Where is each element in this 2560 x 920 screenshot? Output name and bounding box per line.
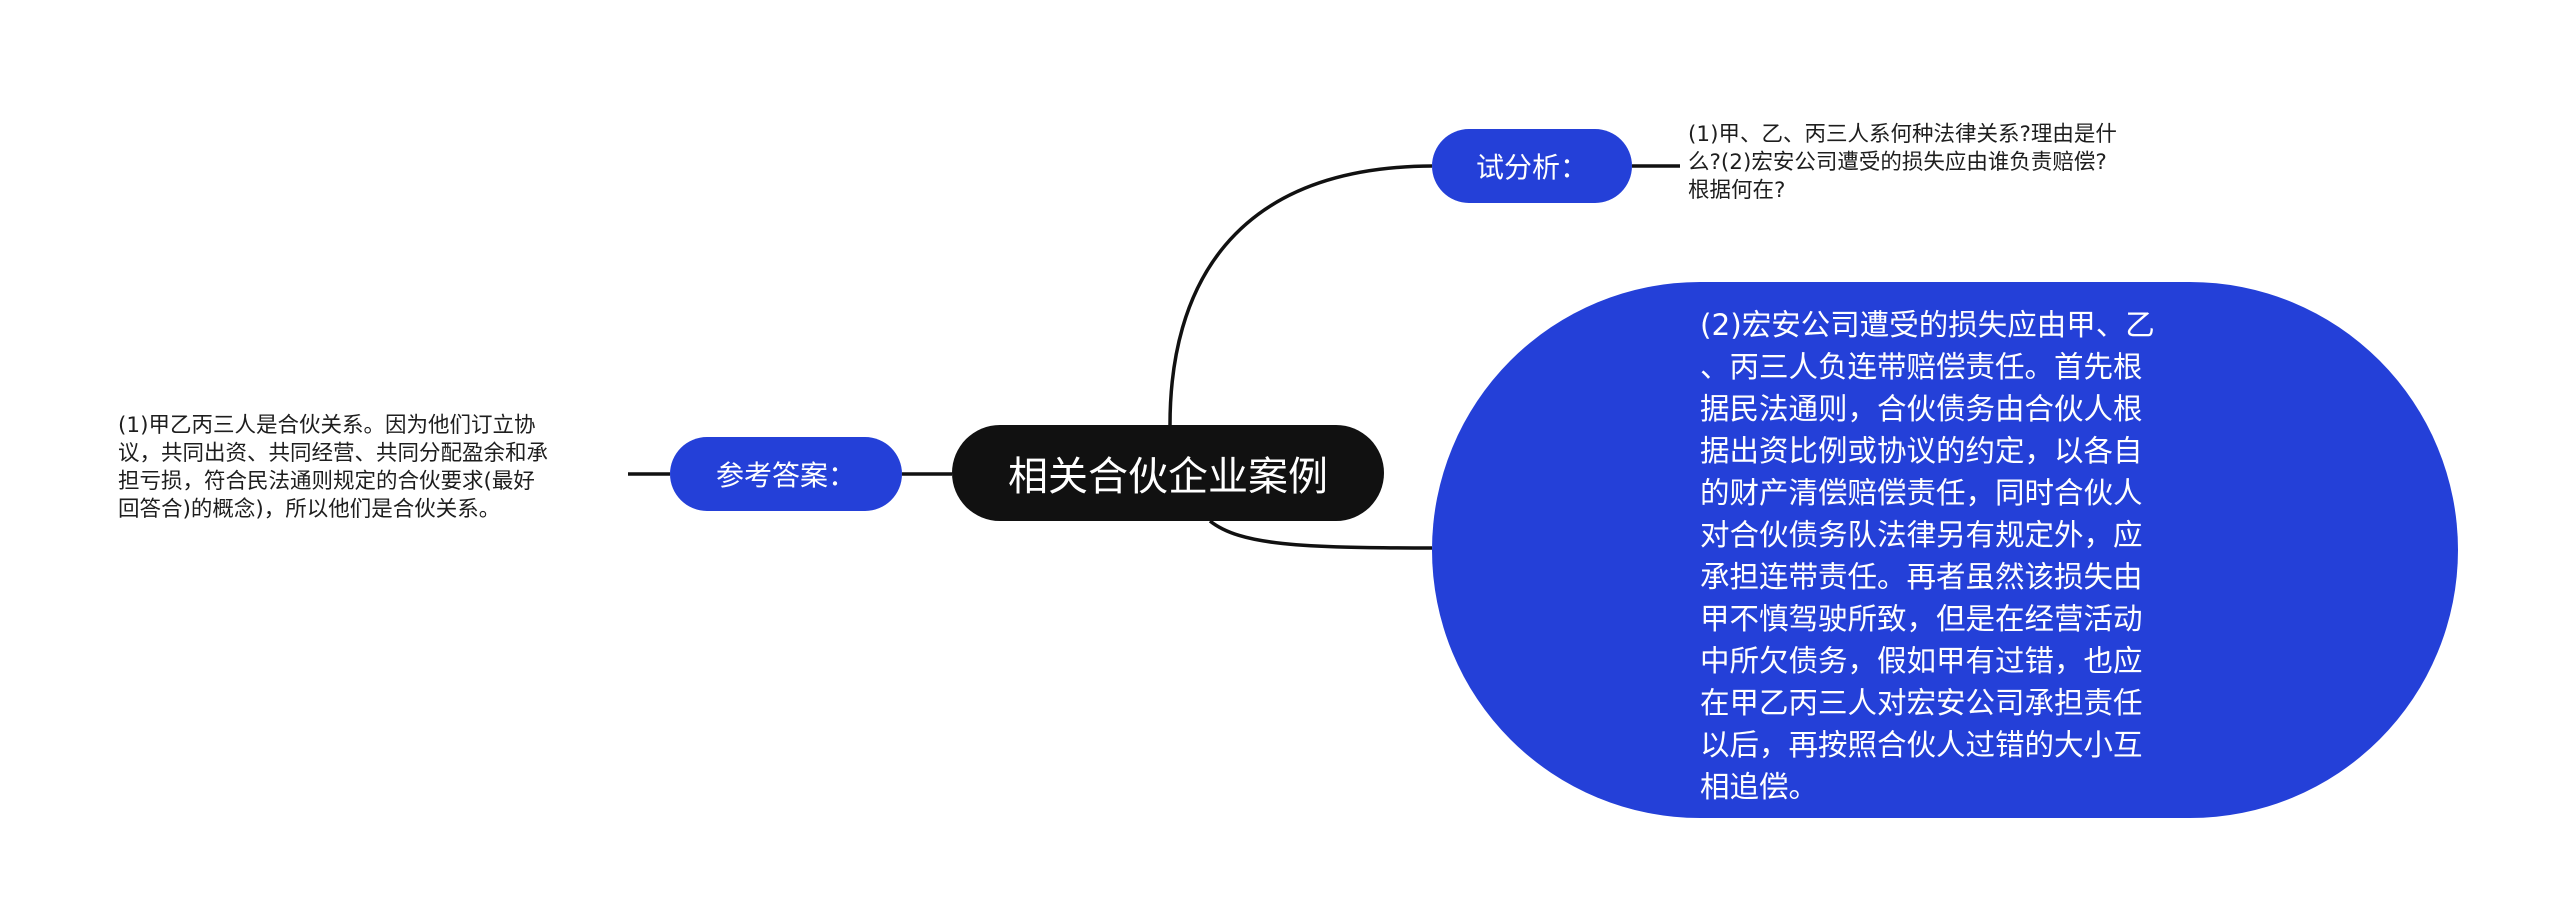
branch-node-reference-answer[interactable]: 参考答案：: [670, 437, 902, 511]
detail-node-liability[interactable]: (2)宏安公司遭受的损失应由甲、乙 、丙三人负连带赔偿责任。首先根 据民法通则，…: [1432, 282, 2458, 818]
leaf-node-answer[interactable]: (1)甲乙丙三人是合伙关系。因为他们订立协 议，共同出资、共同经营、共同分配盈余…: [118, 413, 549, 522]
leaf-node-question[interactable]: (1)甲、乙、丙三人系何种法律关系?理由是什 么?(2)宏安公司遭受的损失应由谁…: [1688, 122, 2117, 203]
connector-root-to-detail: [1208, 519, 1433, 550]
branch-node-reference-answer-label: 参考答案：: [715, 459, 856, 492]
root-node[interactable]: 相关合伙企业案例: [952, 425, 1384, 521]
connector-root-to-analysis: [1168, 164, 1433, 426]
detail-node-liability-text: (2)宏安公司遭受的损失应由甲、乙 、丙三人负连带赔偿责任。首先根 据民法通则，…: [1700, 308, 2155, 804]
root-node-label: 相关合伙企业案例: [1008, 454, 1328, 500]
branch-node-analysis[interactable]: 试分析：: [1432, 129, 1632, 203]
branch-node-analysis-label: 试分析：: [1475, 151, 1588, 184]
